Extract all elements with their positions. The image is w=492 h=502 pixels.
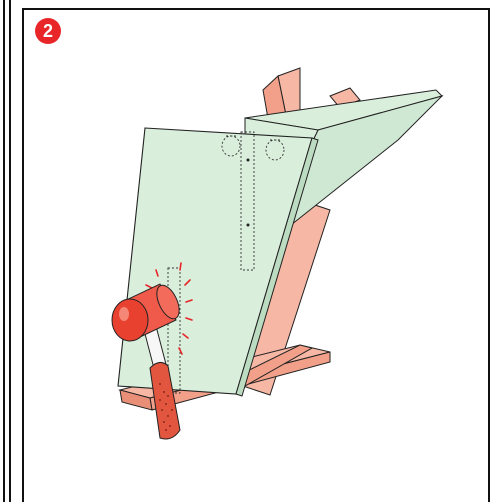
left-page-border — [3, 0, 11, 502]
front-board — [117, 127, 319, 397]
mallet-icon — [111, 283, 181, 440]
step-number-badge: 2 — [35, 18, 61, 44]
impact-marks-icon — [145, 262, 193, 355]
hidden-joinery — [167, 131, 285, 394]
screw-points — [246, 158, 250, 227]
